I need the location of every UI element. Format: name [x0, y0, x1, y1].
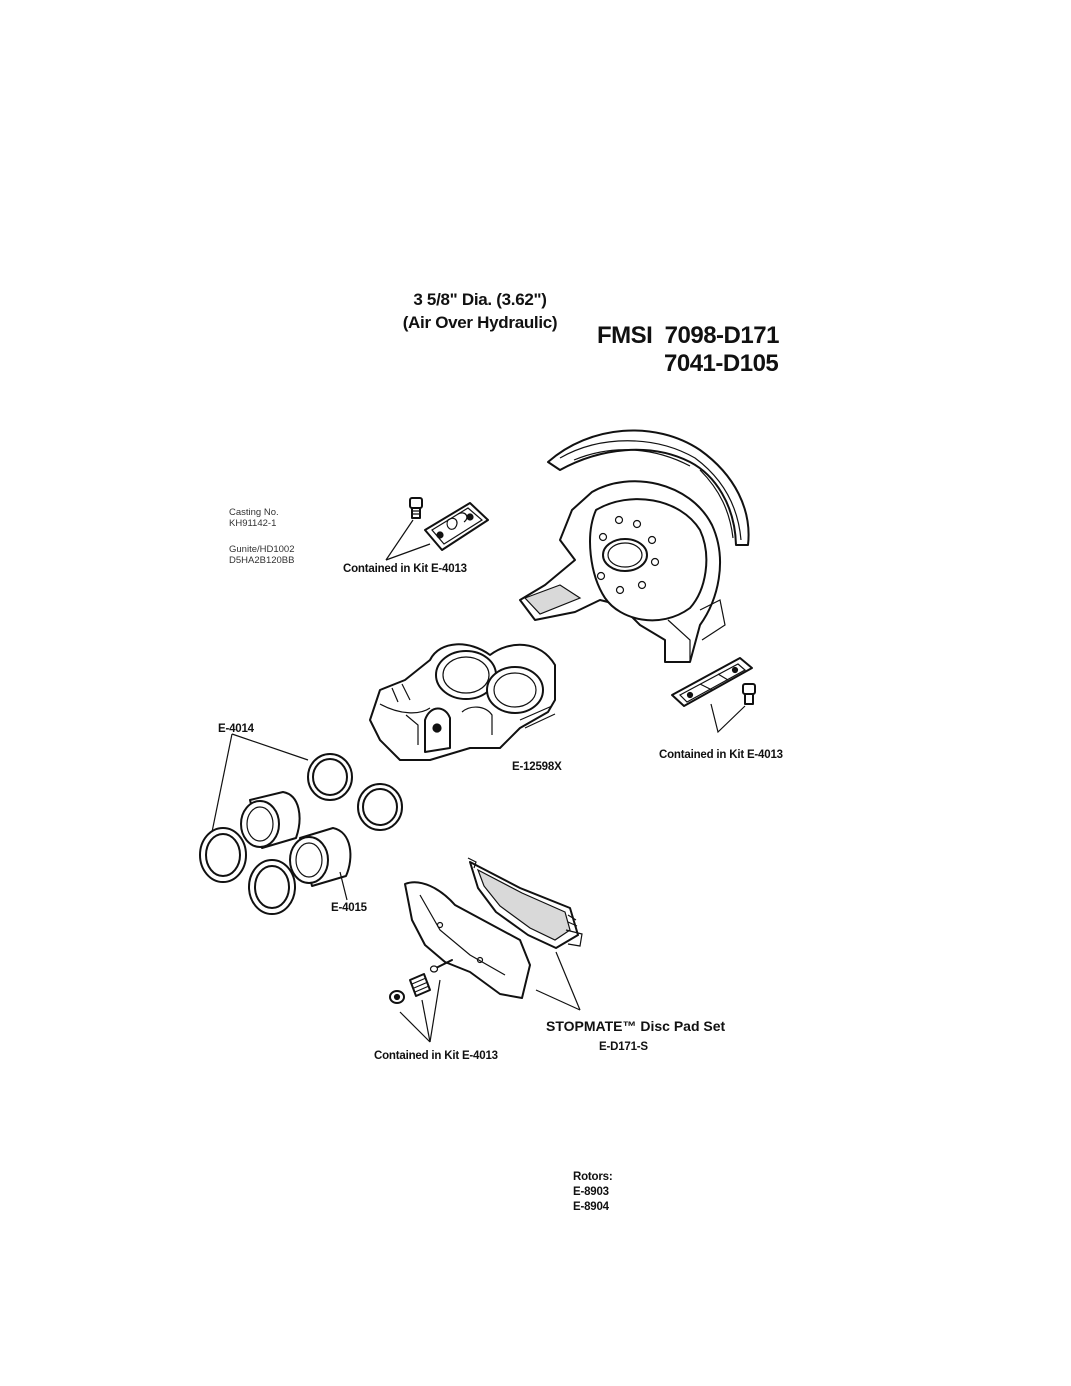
kit-label-top: Contained in Kit E-4013: [343, 563, 467, 575]
rotor-item-2: E-8904: [573, 1201, 609, 1213]
kit-label-bottom: Contained in Kit E-4013: [374, 1050, 498, 1062]
right-kit-parts: [671, 657, 756, 734]
caliper-housing: [369, 643, 556, 761]
piston-seals: [199, 733, 403, 915]
casting-number: KH91142-1: [229, 518, 277, 529]
bottom-kit-parts: [389, 959, 453, 1043]
disc-pads: [404, 857, 583, 1011]
pad-set-label: STOPMATE™ Disc Pad Set: [546, 1018, 726, 1034]
seal-label: E-4014: [218, 723, 254, 735]
caliper-label: E-12598X: [512, 761, 562, 773]
gunite-label: Gunite/HD1002: [229, 544, 295, 555]
top-kit-parts: [385, 497, 489, 561]
pad-set-number: E-D171-S: [599, 1041, 648, 1053]
fmsi-line-1: FMSI 7098-D171: [597, 322, 779, 349]
anchor-bracket: [519, 480, 726, 663]
rotor-item-1: E-8903: [573, 1186, 609, 1198]
piston-label: E-4015: [331, 902, 367, 914]
diameter-text: 3 5/8" Dia. (3.62"): [413, 290, 547, 309]
diameter-title: 3 5/8" Dia. (3.62") (Air Over Hydraulic): [360, 288, 600, 334]
pistons: [240, 791, 352, 901]
kit-label-right: Contained in Kit E-4013: [659, 749, 783, 761]
fmsi-line-2: 7041-D105: [664, 350, 779, 377]
gunite-code: D5HA2B120BB: [229, 555, 295, 566]
casting-label: Casting No.: [229, 507, 279, 518]
type-text: (Air Over Hydraulic): [402, 313, 558, 332]
rotors-heading: Rotors:: [573, 1171, 613, 1183]
dust-shield: [547, 429, 750, 546]
